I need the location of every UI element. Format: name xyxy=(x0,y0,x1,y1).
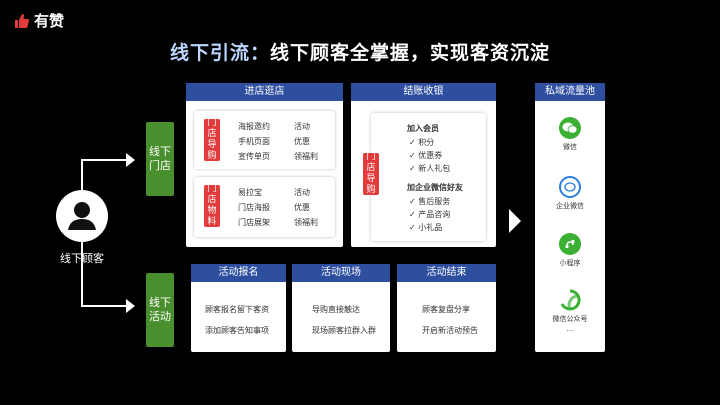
connector-bottom xyxy=(81,305,127,307)
brand-logo: 有赞 xyxy=(14,10,64,31)
page-title: 线下引流：线下顾客全掌握，实现客资沉淀 xyxy=(0,38,720,65)
list-item: 门店展架 xyxy=(238,218,270,227)
list-item: 产品咨询 xyxy=(409,209,450,220)
activity-end-header: 活动结束 xyxy=(397,264,496,282)
list-item: 领福利 xyxy=(294,218,318,227)
flow-arrow-right xyxy=(509,209,521,233)
list-item: 易拉宝 xyxy=(238,188,262,197)
pool-item-label: 企业微信 xyxy=(556,202,584,210)
list-item: 优惠券 xyxy=(409,150,442,161)
channel-activity-tag: 线下活动 xyxy=(146,273,174,347)
list-item: 宣传单页 xyxy=(238,152,270,161)
pool-item-official-account: 微信公众号 ... xyxy=(535,289,605,333)
activity-signup-header: 活动报名 xyxy=(191,264,286,282)
arrow-head-bottom xyxy=(126,299,135,313)
pool-item-miniprogram: 小程序 xyxy=(535,233,605,268)
pool-item-wecom: 企业微信 xyxy=(535,176,605,211)
store-guide-box: 门店导购 海报邀约 手机页面 宣传单页 活动 优惠 领福利 xyxy=(194,111,335,169)
activity-signup-panel: 活动报名 顾客报名留下客资 添加顾客告知事项 xyxy=(191,264,286,352)
add-wechat-title: 加企业微信好友 xyxy=(407,183,463,192)
pool-item-label: 微信 xyxy=(563,143,577,151)
arrow-head-top xyxy=(126,153,135,167)
list-item: 开启新活动预告 xyxy=(422,326,478,335)
store-visit-header: 进店逛店 xyxy=(186,83,343,101)
brand-name: 有赞 xyxy=(34,12,65,30)
checkout-box: 门店导购 加入会员 积分 优惠券 新人礼包 加企业微信好友 售后服务 产品咨询 … xyxy=(363,113,486,241)
pool-more: ... xyxy=(566,325,574,333)
store-guide-tag: 门店导购 xyxy=(204,118,220,161)
pool-item-wechat: 微信 xyxy=(535,117,605,152)
private-pool-header: 私域流量池 xyxy=(535,83,605,101)
store-material-box: 门店物料 易拉宝 门店海报 门店展架 活动 优惠 领福利 xyxy=(194,177,335,237)
list-item: 手机页面 xyxy=(238,137,270,146)
list-item: 海报邀约 xyxy=(238,122,270,131)
store-material-tag: 门店物料 xyxy=(204,184,220,227)
list-item: 小礼品 xyxy=(409,222,442,233)
customer-avatar xyxy=(56,190,108,242)
activity-onsite-panel: 活动现场 导购直接触达 现场顾客拉群入群 xyxy=(292,264,390,352)
list-item: 导购直接触达 xyxy=(312,305,360,314)
pool-item-label: 微信公众号 xyxy=(552,315,588,323)
miniprogram-icon xyxy=(559,233,581,255)
list-item: 活动 xyxy=(294,122,310,131)
list-item: 优惠 xyxy=(294,137,310,146)
checkout-panel: 结账收银 门店导购 加入会员 积分 优惠券 新人礼包 加企业微信好友 售后服务 … xyxy=(351,83,496,247)
list-item: 顾客报名留下客资 xyxy=(205,305,269,314)
list-item: 新人礼包 xyxy=(409,163,450,174)
thumbs-up-icon xyxy=(15,13,29,28)
store-visit-panel: 进店逛店 门店导购 海报邀约 手机页面 宣传单页 活动 优惠 领福利 门店物料 … xyxy=(186,83,343,247)
list-item: 售后服务 xyxy=(409,196,450,207)
title-highlight: 线下引流： xyxy=(169,42,270,64)
pool-item-label: 小程序 xyxy=(559,259,581,267)
list-item: 积分 xyxy=(409,137,434,148)
list-item: 领福利 xyxy=(294,152,318,161)
private-pool-panel: 私域流量池 微信 企业微信 小程序 微信公众号 ... xyxy=(535,83,605,352)
activity-onsite-header: 活动现场 xyxy=(292,264,390,282)
wechat-icon xyxy=(559,117,581,139)
join-member-title: 加入会员 xyxy=(407,124,439,133)
list-item: 优惠 xyxy=(294,203,310,212)
connector-top xyxy=(81,159,127,161)
channel-store-tag: 线下门店 xyxy=(146,122,174,196)
customer-label: 线下顾客 xyxy=(60,252,104,265)
title-rest: 线下顾客全掌握，实现客资沉淀 xyxy=(270,42,551,64)
list-item: 现场顾客拉群入群 xyxy=(312,326,376,335)
official-account-icon xyxy=(559,289,581,311)
checkout-header: 结账收银 xyxy=(351,83,496,101)
activity-end-panel: 活动结束 顾客复盘分享 开启新活动预告 xyxy=(397,264,496,352)
list-item: 添加顾客告知事项 xyxy=(205,326,269,335)
person-icon xyxy=(68,202,96,230)
list-item: 顾客复盘分享 xyxy=(422,305,470,314)
list-item: 活动 xyxy=(294,188,310,197)
checkout-guide-tag: 门店导购 xyxy=(363,152,379,195)
list-item: 门店海报 xyxy=(238,203,270,212)
wecom-icon xyxy=(559,176,581,198)
